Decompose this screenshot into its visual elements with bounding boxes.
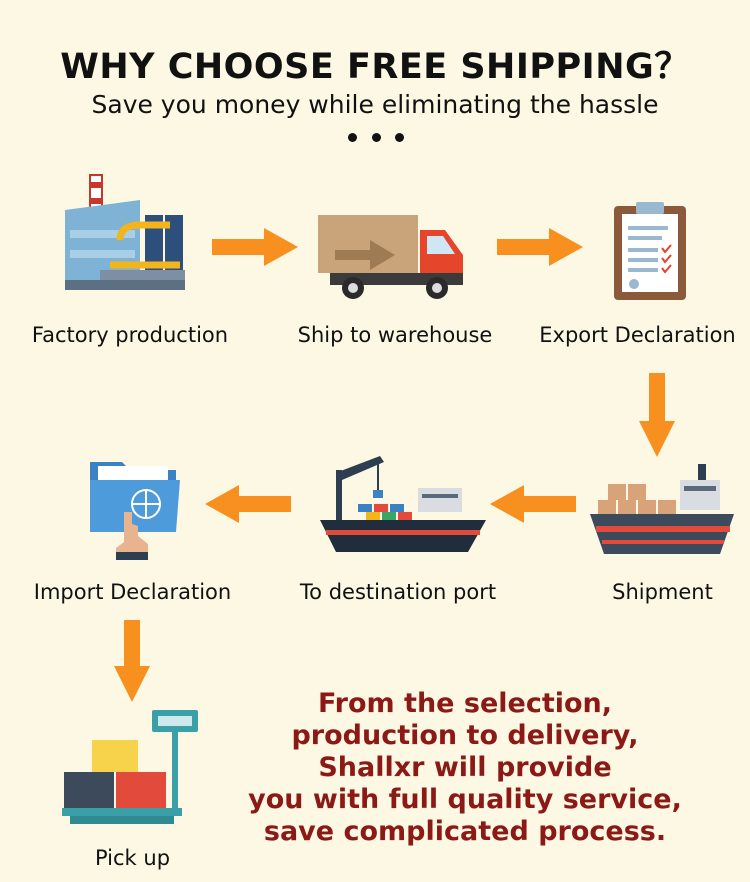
step-label-to-destination-port: To destination port (278, 580, 518, 604)
step-label-import-declaration: Import Declaration (15, 580, 250, 604)
factory-icon (60, 170, 195, 295)
promo-line: production to delivery, (240, 720, 690, 752)
arrow-right-icon (212, 228, 298, 266)
arrow-right-icon (497, 228, 583, 266)
promo-line: you with full quality service, (240, 784, 690, 816)
cargo-ship-icon (588, 462, 736, 560)
promo-line: From the selection, (240, 688, 690, 720)
step-label-shipment: Shipment (580, 580, 745, 604)
step-label-pick-up: Pick up (40, 846, 225, 870)
clipboard-checklist-icon (612, 200, 688, 302)
page-title: WHY CHOOSE FREE SHIPPING？ (0, 38, 750, 89)
step-label-factory-production: Factory production (10, 323, 250, 347)
delivery-truck-icon (315, 210, 470, 302)
page-subtitle: Save you money while eliminating the has… (0, 90, 750, 119)
promo-text: From the selection, production to delive… (240, 688, 690, 848)
arrow-left-icon (205, 485, 291, 523)
arrow-down-icon (639, 373, 675, 457)
container-ship-crane-icon (318, 452, 488, 554)
arrow-left-icon (490, 485, 576, 523)
folder-hand-icon (86, 452, 184, 562)
step-label-ship-to-warehouse: Ship to warehouse (280, 323, 510, 347)
arrow-down-icon (114, 620, 150, 702)
promo-line: Shallxr will provide (240, 752, 690, 784)
package-scale-icon (62, 706, 202, 828)
promo-line: save complicated process. (240, 816, 690, 848)
step-label-export-declaration: Export Declaration (525, 323, 750, 347)
dots-separator (348, 133, 404, 143)
